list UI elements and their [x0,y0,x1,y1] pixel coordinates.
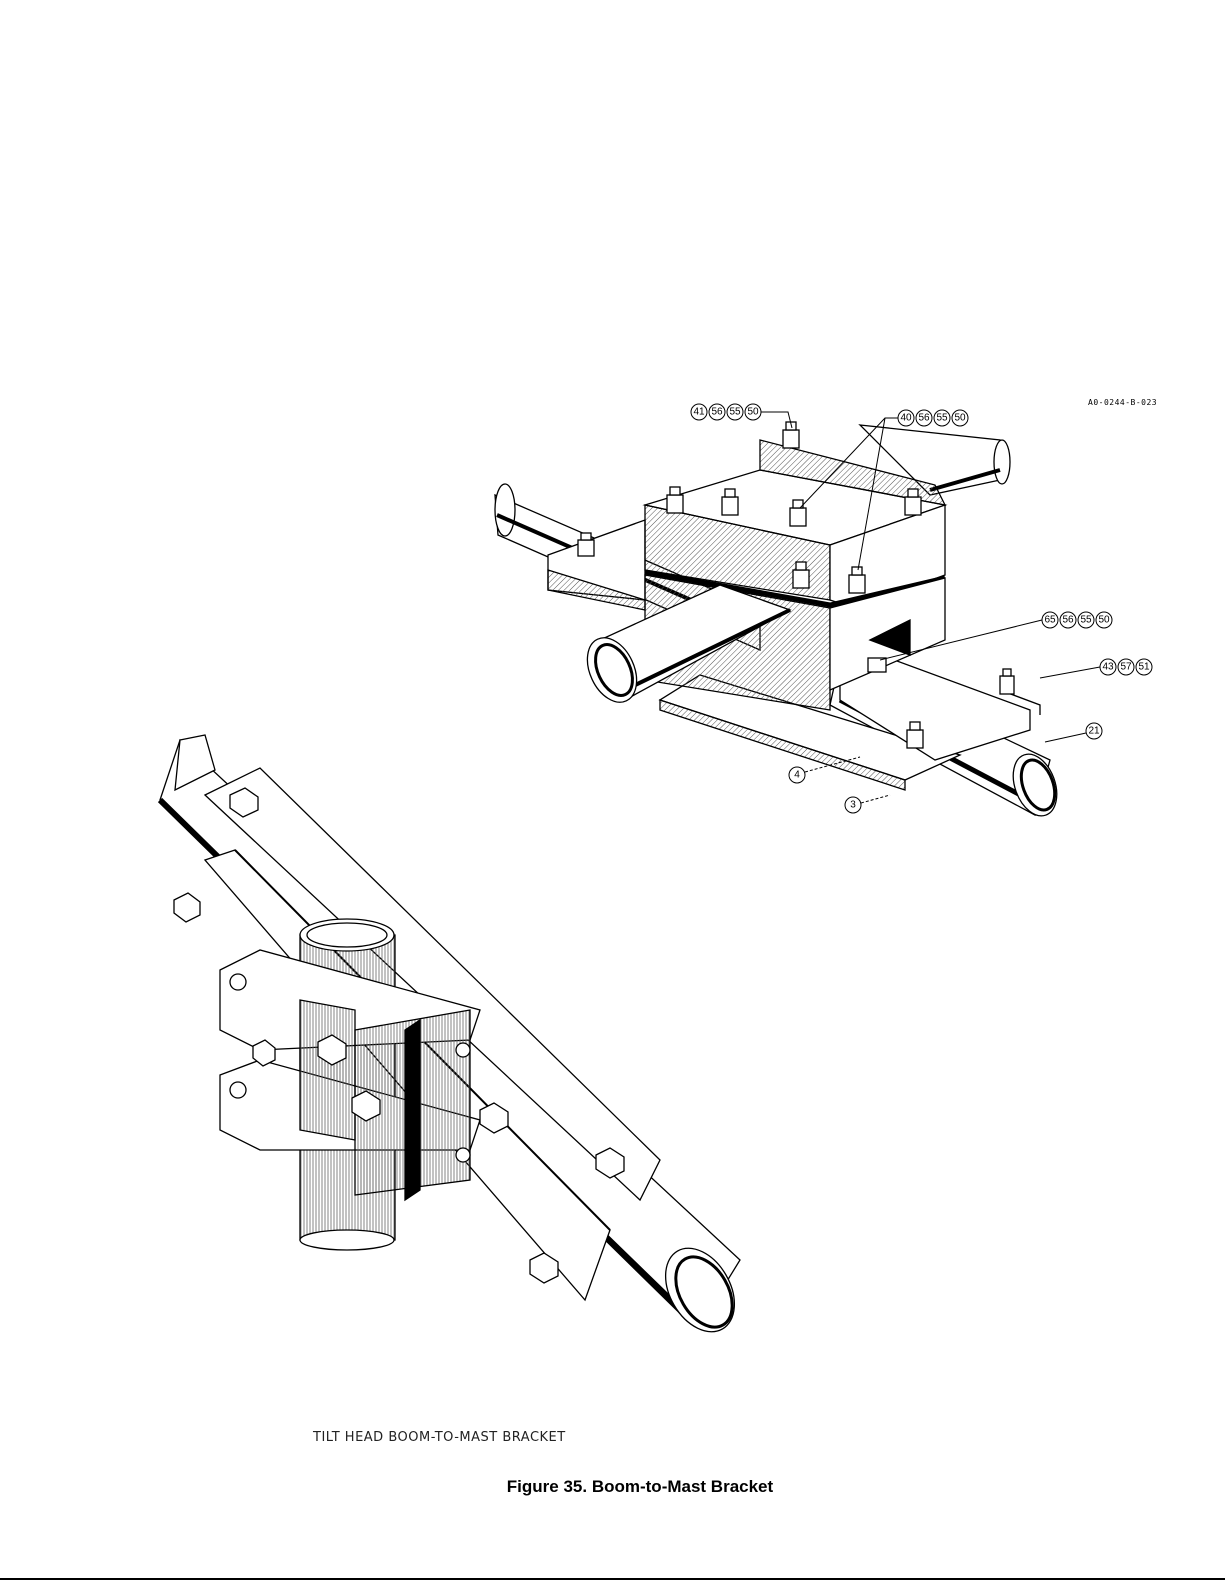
callout-51: 51 [1138,662,1150,673]
callout-group-a: 41 56 55 50 [691,404,792,428]
callout-50: 50 [747,407,759,418]
callout-57: 57 [1120,662,1132,673]
sub-caption: TILT HEAD BOOM-TO-MAST BRACKET [313,1430,566,1445]
svg-text:3: 3 [850,800,856,811]
callout-55: 55 [729,407,741,418]
callout-56c: 56 [1062,615,1074,626]
bolt [578,533,594,556]
svg-text:4: 4 [794,770,800,781]
callout-40: 40 [900,413,912,424]
callout-65: 65 [1044,615,1056,626]
bolt [905,489,921,515]
svg-text:21: 21 [1088,726,1100,737]
callout-3: 3 [845,795,890,813]
callout-56: 56 [711,407,723,418]
callout-50c: 50 [1098,615,1110,626]
tilt-head-assembly [160,735,748,1344]
figure-caption: Figure 35. Boom-to-Mast Bracket [0,1477,1225,1497]
callout-43: 43 [1102,662,1114,673]
bolt [868,658,886,672]
callout-41: 41 [693,407,705,418]
top-assembly [495,422,1065,822]
callout-50b: 50 [954,413,966,424]
callout-56b: 56 [918,413,930,424]
bolt [907,722,923,748]
callout-55c: 55 [1080,615,1092,626]
bolt [849,567,865,593]
bolt [1000,669,1014,694]
bolt [722,489,738,515]
callout-55b: 55 [936,413,948,424]
bolt [667,487,683,513]
bottom-rule [0,1578,1225,1580]
bolt [174,893,200,922]
bolt [793,562,809,588]
callout-group-d: 43 57 51 [1040,659,1152,678]
callout-21: 21 [1045,723,1102,742]
